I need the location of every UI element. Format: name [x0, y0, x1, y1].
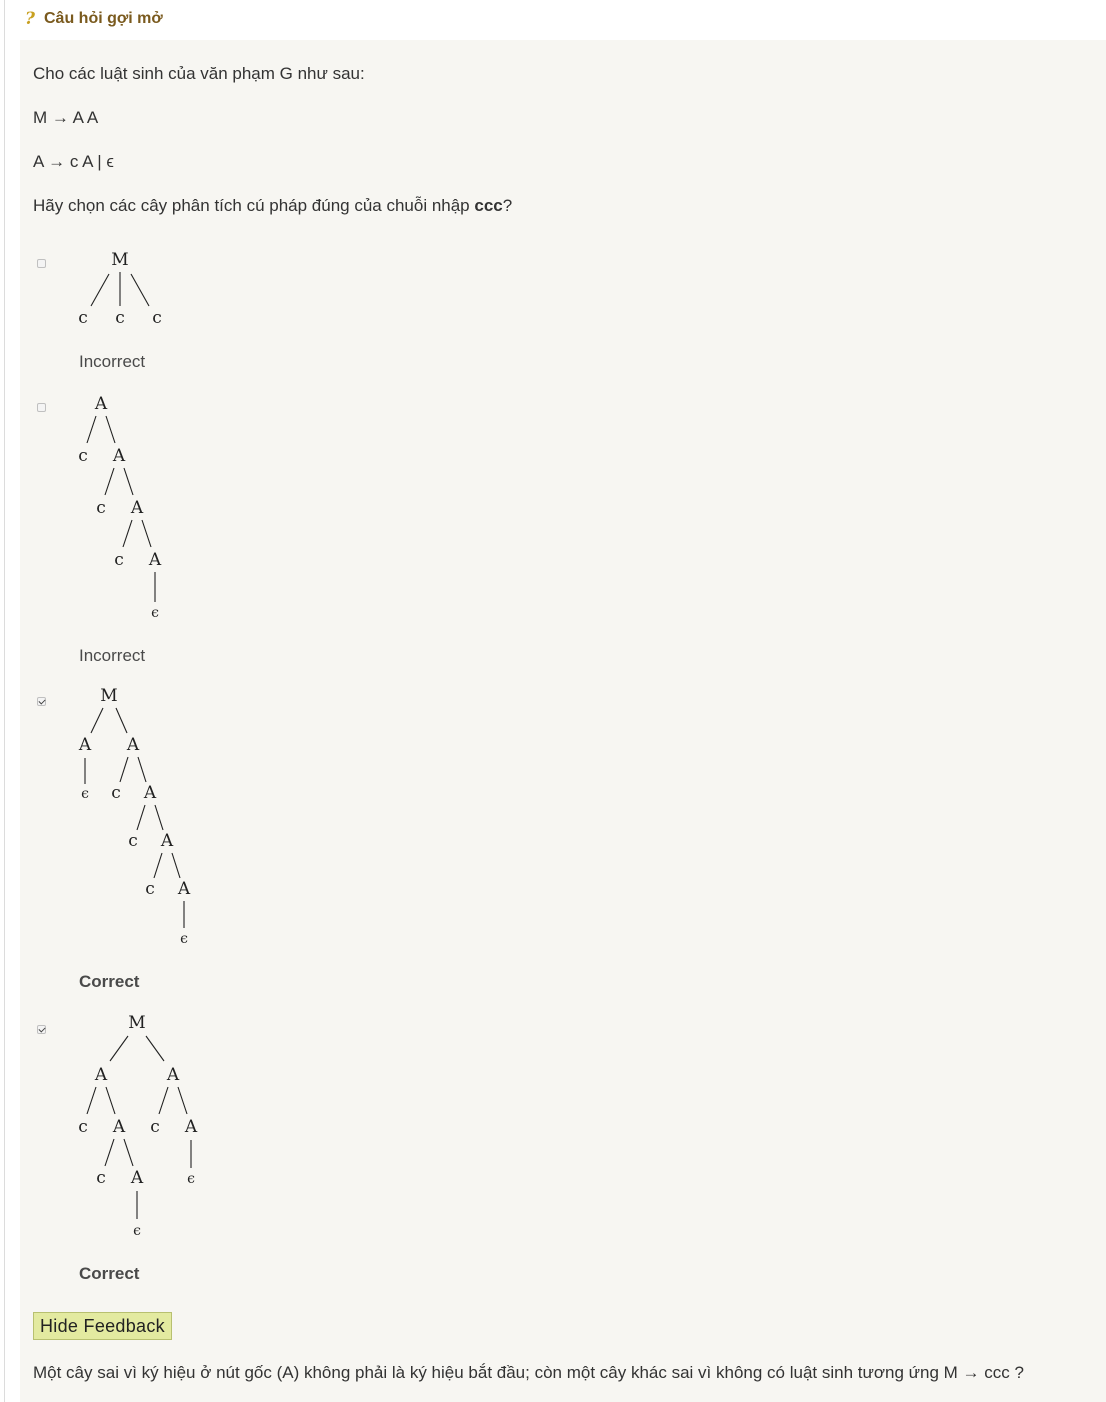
tree-node: ϵ — [81, 786, 89, 802]
hide-feedback-button[interactable]: Hide Feedback — [33, 1312, 172, 1340]
tree-node: c — [145, 879, 155, 899]
tree-node: c — [78, 1117, 88, 1137]
input-string: ccc — [474, 196, 503, 215]
option-2-checkbox[interactable] — [37, 403, 46, 412]
tree-node: c — [115, 308, 125, 328]
feedback-text: Một cây sai vì ký hiệu ở nút gốc (A) khô… — [33, 1363, 1024, 1382]
option-3-checkbox[interactable] — [37, 697, 46, 706]
tree-node: c — [114, 550, 124, 570]
tree-node: M — [128, 1013, 145, 1033]
tree-node: c — [150, 1117, 160, 1137]
option-3-result: Correct — [79, 972, 140, 991]
tree-node: A — [94, 1065, 108, 1085]
tree-node: c — [96, 1168, 106, 1188]
tree-node: ϵ — [180, 931, 188, 947]
question-panel — [20, 40, 1106, 1402]
tree-node: A — [160, 831, 174, 851]
tree-node: ϵ — [133, 1223, 141, 1239]
tree-node: c — [128, 831, 138, 851]
production-rule-1: M → A A — [33, 108, 99, 127]
tree-node: A — [78, 735, 92, 755]
tree-node: M — [100, 686, 117, 706]
tree-node: A — [112, 1117, 126, 1137]
tree-node: A — [126, 735, 140, 755]
option-1-result: Incorrect — [79, 352, 146, 371]
tree-node: c — [78, 308, 88, 328]
question-prompt: Hãy chọn các cây phân tích cú pháp đúng … — [33, 196, 513, 215]
option-4-result: Correct — [79, 1264, 140, 1283]
section-header: ? Câu hỏi gợi mở — [22, 8, 163, 30]
tree-node: c — [78, 446, 88, 466]
option-1-checkbox[interactable] — [37, 259, 46, 268]
tree-node: A — [143, 783, 157, 803]
option-2-result: Incorrect — [79, 646, 146, 665]
tree-node: A — [130, 1168, 144, 1188]
tree-node: ϵ — [151, 605, 159, 621]
option-4-checkbox[interactable] — [37, 1025, 46, 1034]
tree-node: A — [94, 394, 108, 414]
tree-node: c — [111, 783, 121, 803]
tree-node: c — [96, 498, 106, 518]
tree-node: A — [112, 446, 126, 466]
tree-node: A — [148, 550, 162, 570]
left-border — [4, 0, 5, 1402]
tree-node: A — [130, 498, 144, 518]
production-rule-2: A → c A | ϵ — [33, 152, 114, 171]
tree-node: A — [166, 1065, 180, 1085]
tree-node: A — [177, 879, 191, 899]
question-icon: ? — [25, 9, 35, 29]
tree-node: A — [184, 1117, 198, 1137]
tree-node: c — [152, 308, 162, 328]
tree-node: M — [111, 250, 128, 270]
section-title: Câu hỏi gợi mở — [44, 10, 163, 27]
question-intro: Cho các luật sinh của văn phạm G như sau… — [33, 64, 365, 83]
tree-node: ϵ — [187, 1171, 195, 1187]
